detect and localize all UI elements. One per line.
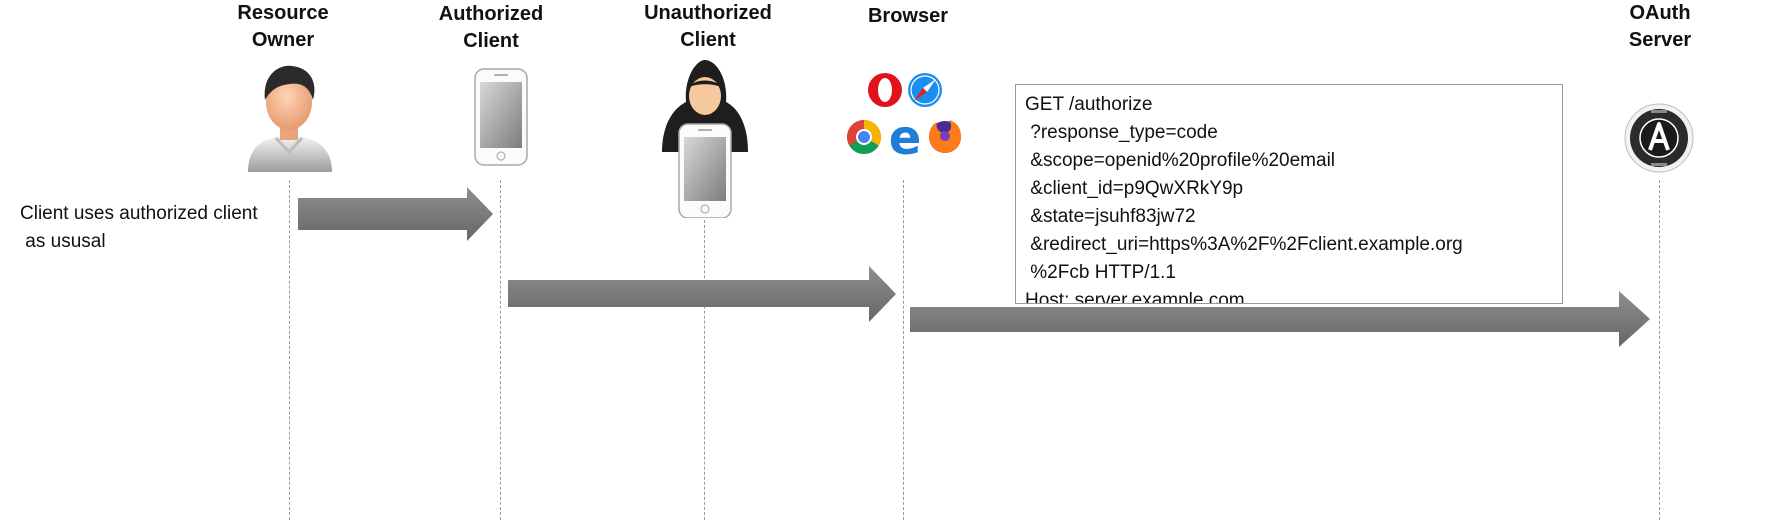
actor-label-oauth-server: OAuth Server <box>1628 2 1692 51</box>
lifeline-resource-owner <box>289 180 290 520</box>
chrome-logo-icon <box>847 120 881 154</box>
actor-label-browser: Browser <box>867 5 949 27</box>
browser-logos-icon: e <box>847 73 961 158</box>
safari-logo-icon <box>908 73 942 107</box>
svg-text:e: e <box>889 110 922 158</box>
lifeline-authorized-client <box>500 180 501 520</box>
lifeline-unauthorized-client <box>704 220 705 520</box>
actor-label-unauthorized-client: Unauthorized Client <box>644 2 772 51</box>
smartphone-icon <box>474 68 528 166</box>
arrow-browser-to-oauth-server <box>910 291 1650 347</box>
opera-logo-icon <box>868 73 902 107</box>
request-line: &state=jsuhf83jw72 <box>1025 206 1196 227</box>
request-line: &scope=openid%20profile%20email <box>1025 150 1336 171</box>
note-text: Client uses authorized client as ususal <box>20 203 258 252</box>
edge-logo-icon: e <box>889 110 922 158</box>
lifeline-browser <box>903 180 904 520</box>
hooded-hacker-icon <box>662 60 748 218</box>
request-box: GET /authorize ?response_type=code &scop… <box>1015 84 1563 304</box>
request-line: GET /authorize <box>1025 94 1153 115</box>
lifeline-oauth-server <box>1659 180 1660 520</box>
request-line: %2Fcb HTTP/1.1 <box>1025 262 1176 283</box>
request-line: &client_id=p9QwXRkY9p <box>1025 178 1244 199</box>
request-line: Host: server.example.com <box>1025 290 1245 304</box>
arrow-owner-to-authorized-client <box>298 187 493 241</box>
arrow-authorized-client-to-browser <box>508 266 896 322</box>
actor-label-resource-owner: Resource Owner <box>237 2 329 51</box>
actor-label-authorized-client: Authorized Client <box>438 3 544 52</box>
person-icon <box>248 65 332 172</box>
request-line: ?response_type=code <box>1025 122 1218 143</box>
firefox-logo-icon <box>929 120 961 153</box>
oauth-logo-icon <box>1624 103 1694 173</box>
request-line: &redirect_uri=https%3A%2F%2Fclient.examp… <box>1025 234 1463 255</box>
